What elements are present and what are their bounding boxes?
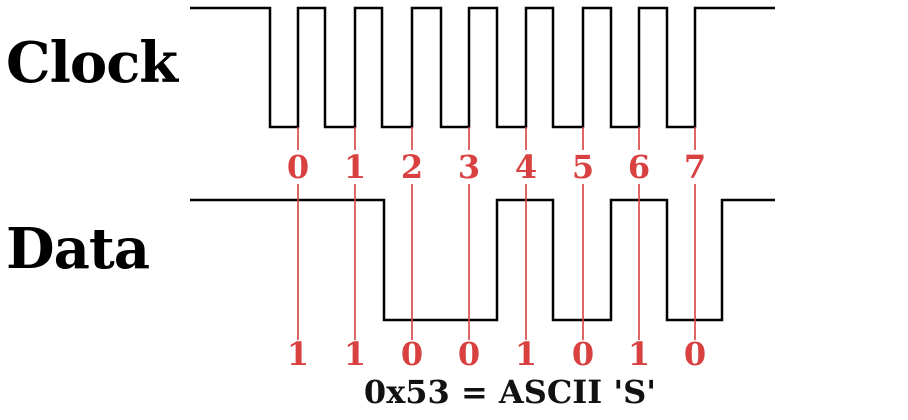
bit-value-7: 0	[684, 335, 706, 373]
bit-index-5: 5	[572, 148, 594, 186]
bit-index-2: 2	[401, 148, 423, 186]
bit-index-7: 7	[684, 148, 706, 186]
bit-index-6: 6	[628, 148, 650, 186]
caption: 0x53 = ASCII 'S'	[364, 373, 656, 411]
bit-index-1: 1	[344, 148, 366, 186]
bit-value-2: 0	[401, 335, 423, 373]
bit-index-4: 4	[515, 148, 537, 186]
clock-waveform	[190, 6, 775, 129]
data-waveform	[190, 198, 775, 322]
bit-value-row: 1 1 0 0 1 0 1 0	[287, 335, 706, 373]
clock-signal-label: Clock	[6, 30, 179, 96]
bit-index-3: 3	[458, 148, 480, 186]
bit-value-4: 1	[515, 335, 537, 373]
data-trace	[190, 198, 775, 322]
bit-index-row: 0 1 2 3 4 5 6 7	[282, 148, 711, 186]
bit-value-0: 1	[287, 335, 309, 373]
data-signal-label: Data	[6, 216, 149, 282]
bit-value-3: 0	[458, 335, 480, 373]
bit-index-0: 0	[287, 148, 309, 186]
bit-value-6: 1	[628, 335, 650, 373]
bit-value-1: 1	[344, 335, 366, 373]
bit-value-5: 0	[572, 335, 594, 373]
clock-trace	[190, 6, 775, 129]
